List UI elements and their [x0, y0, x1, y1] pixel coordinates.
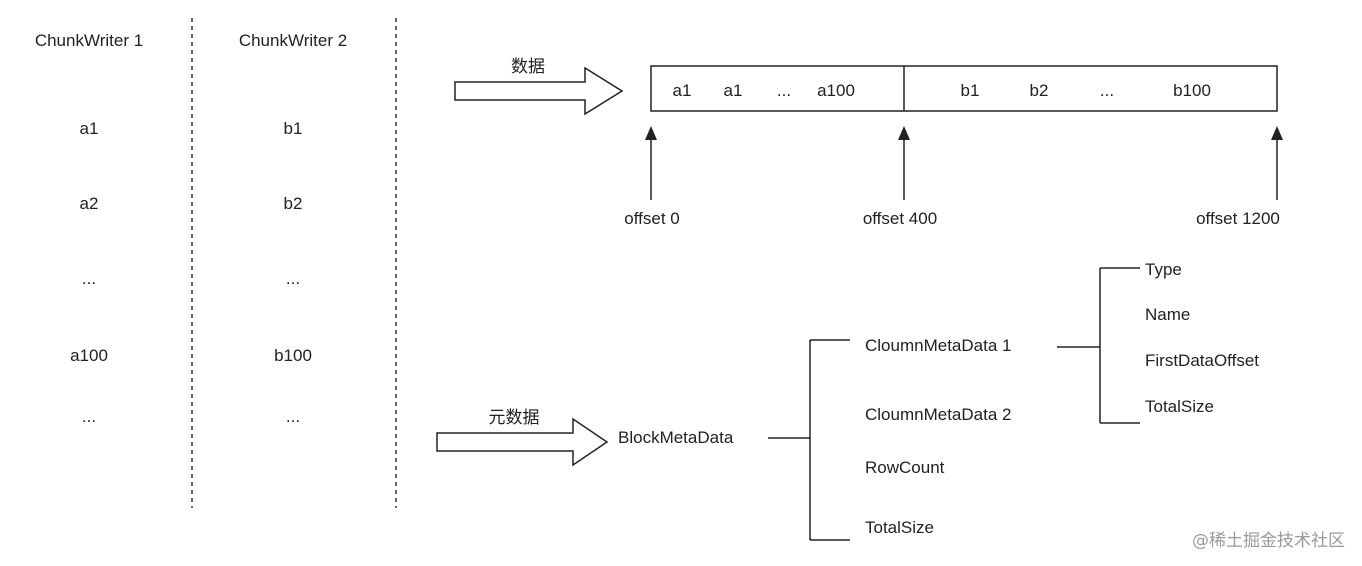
chunkwriter-2-row: b2 — [284, 194, 303, 213]
chunkwriter-2-title: ChunkWriter 2 — [239, 31, 347, 50]
metadata-child: TotalSize — [865, 518, 934, 537]
data-cell-a: a100 — [817, 81, 855, 100]
offset-label: offset 400 — [863, 209, 937, 228]
column-metadata-field: Type — [1145, 260, 1182, 279]
watermark: @稀土掘金技术社区 — [1192, 531, 1345, 551]
chunkwriter-2-row: b1 — [284, 119, 303, 138]
data-cell-a: a1 — [673, 81, 692, 100]
chunkwriter-1-row: a1 — [80, 119, 99, 138]
data-arrow — [454, 66, 624, 116]
column-metadata-field: Name — [1145, 305, 1190, 324]
offset-label: offset 0 — [624, 209, 679, 228]
data-arrow-label: 数据 — [511, 57, 545, 76]
data-cell-b: ... — [1100, 81, 1114, 100]
column-metadata-field: TotalSize — [1145, 397, 1214, 416]
metadata-child: RowCount — [865, 458, 945, 477]
data-cell-a: a1 — [724, 81, 743, 100]
chunkwriter-2-row: ... — [286, 269, 300, 288]
offset-arrow-1200 — [1271, 126, 1283, 200]
chunkwriter-1-row: ... — [82, 407, 96, 426]
chunkwriter-1-row: a2 — [80, 194, 99, 213]
offset-arrow-0 — [645, 126, 657, 200]
metadata-arrow — [436, 417, 609, 467]
column-metadata-connector — [1057, 267, 1140, 424]
data-cell-b: b1 — [961, 81, 980, 100]
chunkwriter-1-row: a100 — [70, 346, 108, 365]
data-cell-a: ... — [777, 81, 791, 100]
offset-arrow-400 — [898, 126, 910, 200]
chunkwriter-1-row: ... — [82, 269, 96, 288]
data-cell-b: b2 — [1030, 81, 1049, 100]
chunkwriter-2-row: b100 — [274, 346, 312, 365]
metadata-child: CloumnMetaData 1 — [865, 336, 1011, 355]
metadata-arrow-label: 元数据 — [489, 408, 540, 427]
chunkwriter-1-title: ChunkWriter 1 — [35, 31, 143, 50]
data-cell-b: b100 — [1173, 81, 1211, 100]
column-metadata-field: FirstDataOffset — [1145, 351, 1259, 370]
metadata-tree-connector — [768, 339, 850, 541]
metadata-child: CloumnMetaData 2 — [865, 405, 1011, 424]
data-block — [650, 65, 1278, 112]
offset-label: offset 1200 — [1196, 209, 1280, 228]
block-metadata-root: BlockMetaData — [618, 428, 734, 447]
chunkwriter-2-row: ... — [286, 407, 300, 426]
